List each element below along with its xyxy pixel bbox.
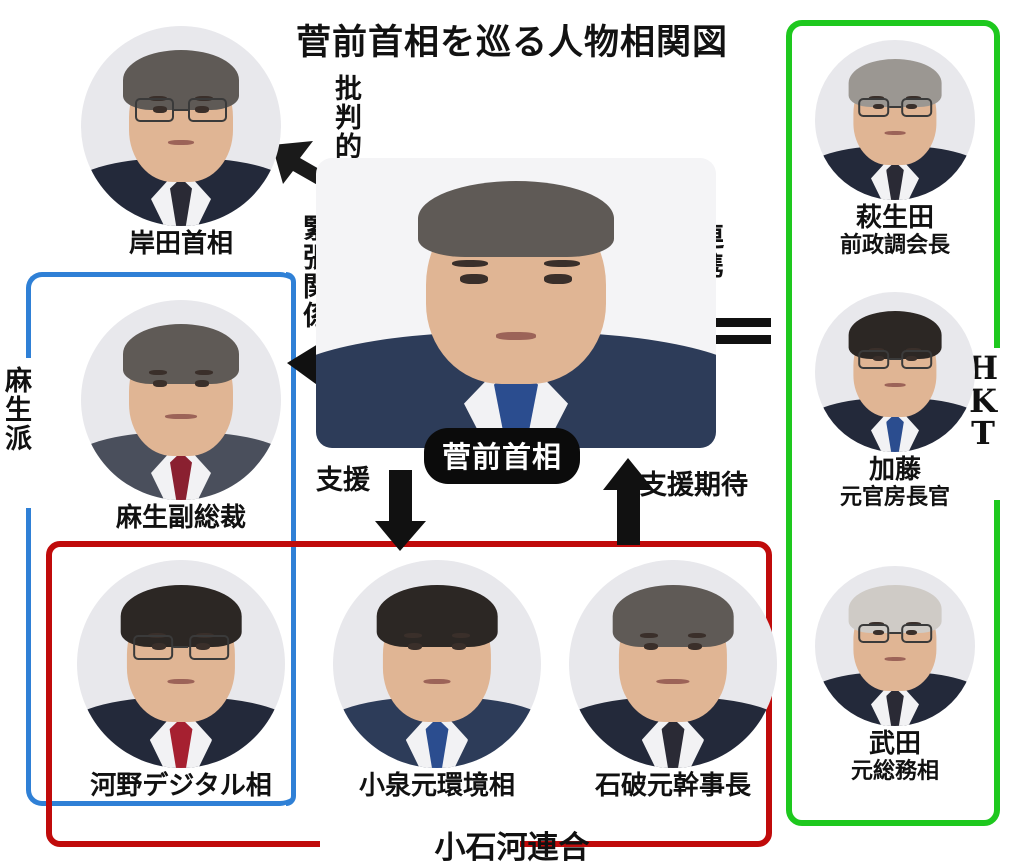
arrow-support: [375, 470, 426, 551]
glasses-icon: [858, 97, 932, 117]
group-label-aso-faction: 麻生派: [0, 366, 31, 453]
portrait-photo-hagiuda: [815, 40, 975, 200]
portrait-photo-takeda: [815, 566, 975, 726]
portrait-photo-ishiba: [569, 560, 777, 768]
portrait-photo-kato: [815, 292, 975, 452]
portrait-photo-aso: [81, 300, 281, 500]
person-name-kono: 河野デジタル相: [90, 771, 272, 801]
person-aso[interactable]: 麻生副総裁: [56, 300, 306, 533]
glasses-icon: [858, 349, 932, 369]
relation-label-critical: 批判的: [330, 74, 361, 161]
portrait-takeda: [815, 566, 975, 726]
person-kato[interactable]: 加藤 元官房長官: [810, 292, 980, 510]
person-name-koizumi: 小泉元環境相: [358, 771, 515, 801]
person-name-aso: 麻生副総裁: [115, 503, 246, 533]
person-takeda[interactable]: 武田 元総務相: [810, 566, 980, 784]
portrait-suga: [316, 158, 716, 448]
person-name-ishiba: 石破元幹事長: [594, 771, 751, 801]
portrait-hagiuda: [815, 40, 975, 200]
center-pill-label-suga: 菅前首相: [424, 428, 581, 484]
portrait-kono: [77, 560, 285, 768]
person-name-takeda: 武田: [868, 729, 921, 759]
portrait-photo-suga: [316, 158, 716, 448]
group-box-aso-faction-right-edge: [286, 272, 296, 806]
person-name-kato: 加藤: [868, 455, 921, 485]
relation-label-support-expect: 支援期待: [640, 470, 748, 501]
person-role-kato: 元官房長官: [839, 485, 950, 511]
glasses-icon: [858, 623, 932, 643]
hkt-letter-t: T: [971, 414, 995, 453]
person-suga[interactable]: [316, 158, 716, 448]
person-hagiuda[interactable]: 萩生田 前政調会長: [810, 40, 980, 258]
person-kono[interactable]: 河野デジタル相: [56, 560, 306, 801]
person-role-hagiuda: 前政調会長: [839, 233, 950, 259]
person-role-takeda: 元総務相: [850, 759, 939, 785]
portrait-photo-koizumi: [333, 560, 541, 768]
aso-label-gap: [18, 358, 36, 508]
portrait-koizumi: [333, 560, 541, 768]
page-title: 菅前首相を巡る人物相関図: [295, 23, 728, 63]
portrait-kishida: [81, 26, 281, 226]
portrait-kato: [815, 292, 975, 452]
portrait-photo-kishida: [81, 26, 281, 226]
group-label-koishikawa: 小石河連合: [434, 830, 590, 866]
person-kishida[interactable]: 岸田首相: [56, 26, 306, 259]
person-ishiba[interactable]: 石破元幹事長: [548, 560, 798, 801]
person-name-kishida: 岸田首相: [128, 229, 233, 259]
group-box-aso-faction: [26, 272, 296, 806]
portrait-photo-kono: [77, 560, 285, 768]
koishikawa-label-gap: [320, 826, 520, 866]
person-koizumi[interactable]: 小泉元環境相: [312, 560, 562, 801]
glasses-icon: [135, 98, 227, 122]
portrait-aso: [81, 300, 281, 500]
glasses-icon: [133, 634, 229, 660]
portrait-ishiba: [569, 560, 777, 768]
person-name-hagiuda: 萩生田: [855, 203, 934, 233]
relation-label-support: 支援: [316, 465, 370, 496]
